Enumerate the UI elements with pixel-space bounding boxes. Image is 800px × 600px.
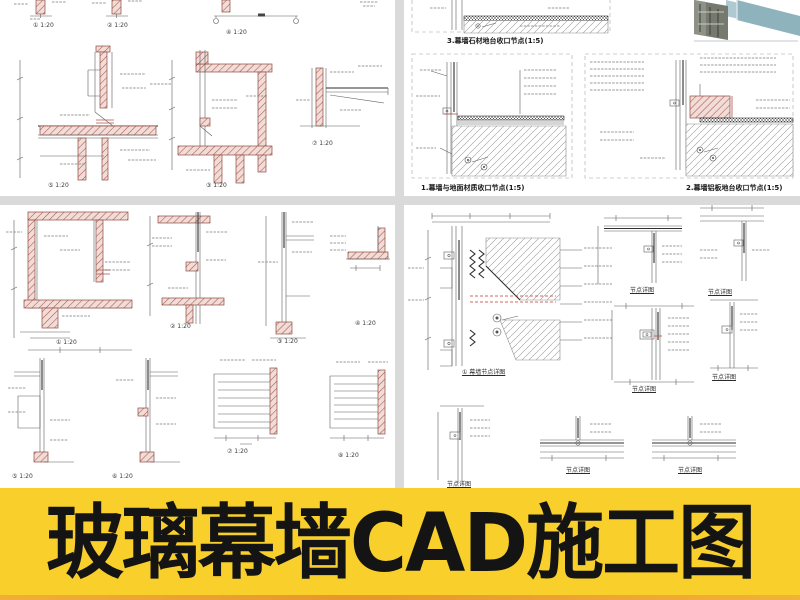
detail-aluminium-plinth-closure <box>584 53 794 179</box>
detail-caption-node: 节点详图 <box>678 467 703 474</box>
detail-scale-label: ④ 1:20 <box>355 320 376 327</box>
detail-scale-label: ⑤ 1:20 <box>12 473 33 480</box>
detail-wall-slab-corner <box>16 45 158 181</box>
detail-jamb-section-6 <box>116 358 180 463</box>
detail-caption-floor-material: 1.幕墙与地面材质收口节点(1:5) <box>421 184 525 192</box>
detail-floor-material-closure <box>411 53 573 179</box>
detail-scale-label: ④ 1:20 <box>226 29 247 36</box>
detail-stone-floor-closure <box>411 0 611 34</box>
detail-column-2 <box>92 0 142 18</box>
sheet-top-right <box>411 0 800 179</box>
detail-corner-b <box>700 205 770 281</box>
detail-mullion-section-3 <box>258 212 314 339</box>
detail-mullion-section-2 <box>146 212 228 324</box>
detail-mullion-d <box>710 299 758 371</box>
detail-jamb-section-5 <box>8 358 74 463</box>
detail-caption-node: 节点详图 <box>630 287 655 294</box>
detail-room-section <box>6 211 133 353</box>
detail-mullion-c <box>611 303 694 385</box>
detail-scale-label: ⑦ 1:20 <box>312 140 333 147</box>
detail-canopy-edge <box>296 65 389 128</box>
detail-column-1 <box>14 0 66 20</box>
detail-plan-strip <box>213 0 299 24</box>
detail-slab-corner-4 <box>330 226 390 271</box>
detail-scale-label: ⑥ 1:20 <box>112 473 133 480</box>
detail-scale-label: ① 1:20 <box>33 22 54 29</box>
cad-drawings-canvas <box>6 0 800 484</box>
detail-scale-label: ⑧ 1:20 <box>338 452 359 459</box>
detail-scale-label: ② 1:20 <box>107 22 128 29</box>
detail-transom-g <box>652 416 736 461</box>
detail-scale-label: ⑦ 1:20 <box>227 448 248 455</box>
detail-caption-node: 节点详图 <box>708 289 733 296</box>
detail-caption-main-node: ① 幕墙节点详图 <box>462 369 506 376</box>
title-banner: 玻璃幕墙CAD施工图 <box>0 488 800 600</box>
detail-wall-section-mid <box>150 50 273 184</box>
detail-louver-panel-7 <box>213 359 278 445</box>
detail-curtain-wall-node-main <box>408 213 612 370</box>
detail-caption-node: 节点详图 <box>447 481 472 488</box>
sheet-top-left <box>14 0 389 184</box>
curtain-wall-3d-render <box>694 0 800 42</box>
detail-caption-stone-floor: 3.幕墙石材地台收口节点(1:5) <box>447 37 544 45</box>
quadrant-divider-horizontal <box>0 196 800 205</box>
detail-corner-a <box>597 215 682 284</box>
quadrant-divider-vertical <box>395 0 404 488</box>
detail-louver-panel-8 <box>329 361 388 441</box>
detail-transom-f <box>540 416 624 461</box>
detail-caption-node: 节点详图 <box>566 467 591 474</box>
detail-scale-label: ⑤ 1:20 <box>48 182 69 189</box>
sheet-bottom-right <box>408 205 770 484</box>
detail-scale-label: ① 1:20 <box>56 339 77 346</box>
detail-caption-node: 节点详图 <box>712 374 737 381</box>
detail-mullion-e <box>437 405 490 484</box>
detail-caption-aluminium-plinth: 2.幕墙铝板地台收口节点(1:5) <box>686 184 783 192</box>
sheet-bottom-left <box>6 211 390 463</box>
detail-scale-label: ③ 1:20 <box>206 182 227 189</box>
banner-title-text: 玻璃幕墙CAD施工图 <box>45 497 756 591</box>
detail-scale-label: ② 1:20 <box>170 323 191 330</box>
detail-scale-label: ③ 1:20 <box>277 338 298 345</box>
detail-caption-node: 节点详图 <box>632 386 657 393</box>
